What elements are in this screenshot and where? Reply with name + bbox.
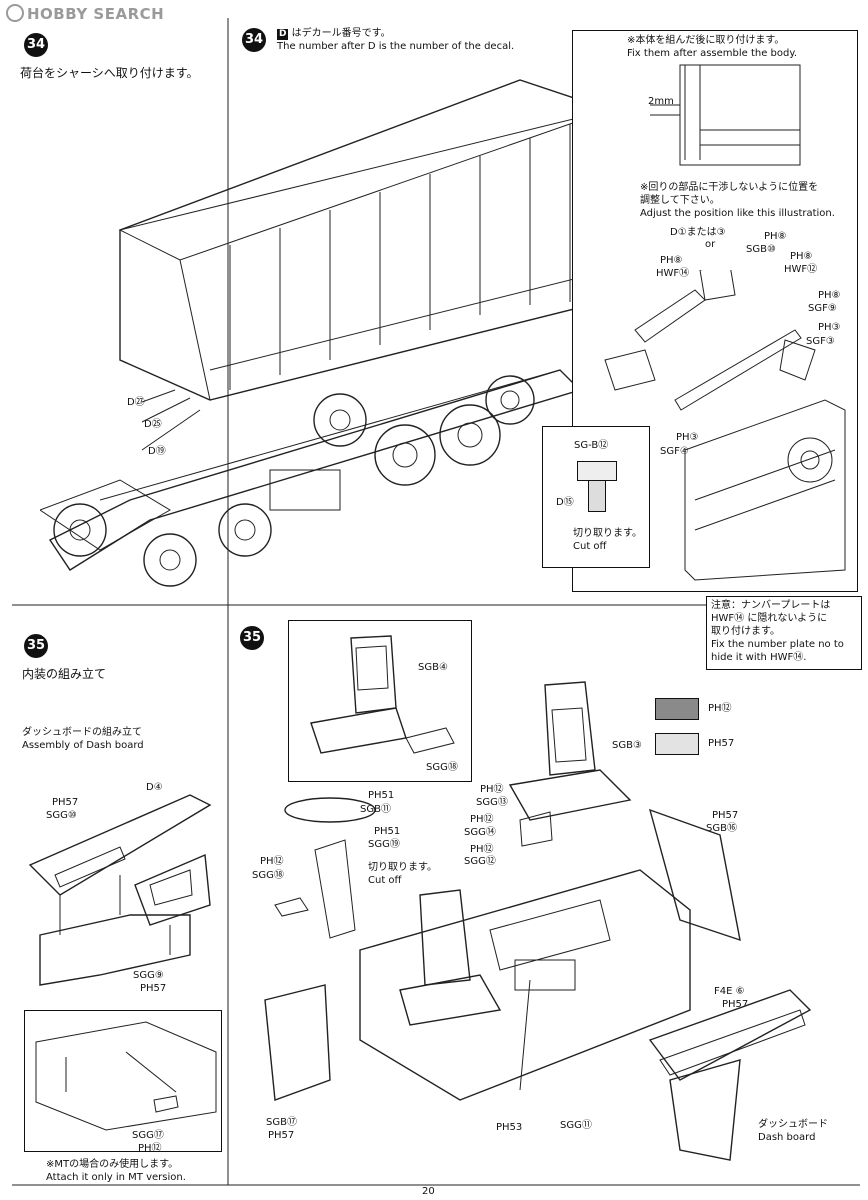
decal-25-label: D㉕ (144, 419, 162, 430)
cut-off-box (542, 426, 650, 568)
ph57b-label: PH57 (140, 983, 167, 994)
hwf14-label: HWF⑭ (656, 268, 690, 279)
ph12c-label: PH⑫ (470, 814, 494, 825)
decal-27-label: D㉗ (127, 397, 145, 408)
sgg9-label: SGG⑨ (133, 970, 164, 981)
truck-chassis-illustration (40, 79, 580, 587)
column-cut-note: 切り取ります。Cut off (368, 862, 437, 886)
ph3-label: PH③ (818, 322, 841, 333)
sgb12-part-shape (577, 461, 617, 481)
step-34-badge-2: 34 (242, 28, 266, 52)
decal-4-label: D④ (146, 782, 163, 793)
sgg14-label: SGG⑭ (464, 827, 496, 838)
sgg17-label: SGG⑰ (132, 1130, 164, 1141)
decal-note-en: The number after D is the number of the … (277, 41, 515, 52)
decal-15-label: D⑮ (556, 497, 574, 508)
step-35-badge-2: 35 (240, 626, 264, 650)
sgf9-label: SGF⑨ (808, 303, 837, 314)
swatch-light (655, 733, 699, 755)
f4e6-label: F4E ⑥ (714, 986, 745, 997)
seat-detail-box (288, 620, 472, 782)
bumper-assembly-illustration (604, 270, 846, 581)
ph8c-label: PH⑧ (660, 255, 683, 266)
sgb10-label: SGB⑩ (746, 244, 776, 255)
cab-interior-illustration (264, 681, 812, 1161)
decal-note: D はデカール番号です。 The number after D is the n… (277, 27, 514, 53)
mt-pedal-illustration (35, 1021, 217, 1131)
ph57e-label: PH57 (268, 1130, 295, 1141)
ph8b-label: PH⑧ (790, 251, 813, 262)
sgf4-label: SGF④ (660, 446, 689, 457)
sgb12-label: SG-B⑫ (574, 440, 609, 451)
sgb4-label: SGB④ (418, 662, 448, 673)
mt-note: ※MTの場合のみ使用します。Attach it only in MT versi… (46, 1159, 186, 1183)
page-number: 20 (422, 1186, 435, 1197)
ph12a-label: PH⑫ (260, 856, 284, 867)
sgg19-label: SGG⑲ (368, 839, 400, 850)
decal-15-shape (588, 480, 606, 512)
hwf12-label: HWF⑫ (784, 264, 818, 275)
swatch-dark-label: PH⑫ (708, 703, 732, 714)
ph51-label: PH51 (368, 790, 395, 801)
sgg11-label: SGG⑪ (560, 1120, 592, 1131)
swatch-dark (655, 698, 699, 720)
sgg18-top-label: SGG⑱ (426, 762, 458, 773)
sgg18-label: SGG⑱ (252, 870, 284, 881)
sgf3-label: SGF③ (806, 336, 835, 347)
swatch-light-label: PH57 (708, 738, 735, 749)
fix-note: ※本体を組んだ後に取り付けます。 Fix them after assemble… (627, 35, 798, 59)
watermark-logo: HOBBY SEARCH (6, 4, 164, 23)
step-34-badge: 34 (24, 33, 48, 57)
ph12d-label: PH⑫ (470, 844, 494, 855)
ph57-label: PH57 (52, 797, 79, 808)
seat-illustration (310, 635, 455, 754)
ph57c-label: PH57 (712, 810, 739, 821)
ph12b-label: PH⑫ (480, 784, 504, 795)
step-34-title: 荷台をシャーシへ取り付けます。 (20, 66, 199, 80)
caution-note: 注意：ナンバープレートは HWF⑭ に隠れないように 取り付けます。 Fix t… (706, 596, 862, 670)
decal-letter: D (277, 29, 289, 40)
ph57d-label: PH57 (722, 999, 749, 1010)
sgb16-label: SGB⑯ (706, 823, 737, 834)
ph51b-label: PH51 (374, 826, 401, 837)
ph3b-label: PH③ (676, 432, 699, 443)
cut-off-note: 切り取ります。Cut off (573, 528, 642, 552)
ph8-label: PH⑧ (764, 231, 787, 242)
logo-icon (6, 4, 24, 22)
adjust-note: ※回りの部品に干渉しないように位置を 調整して下さい。 Adjust the p… (640, 182, 835, 219)
decal-19-label: D⑲ (148, 446, 166, 457)
ph53-label: PH53 (496, 1122, 523, 1133)
sgb3-label: SGB③ (612, 740, 642, 751)
step-35-badge: 35 (24, 634, 48, 658)
rear-bracket-detail (650, 64, 801, 166)
sgg12-label: SGG⑫ (464, 856, 496, 867)
sgg13-label: SGG⑬ (476, 797, 508, 808)
sgg10-label: SGG⑩ (46, 810, 77, 821)
step-35-title: 内装の組み立て (22, 667, 107, 681)
ph12-label: PH⑫ (138, 1143, 162, 1154)
mt-detail-box (24, 1010, 222, 1152)
dimension-label: 2mm (648, 96, 674, 107)
dashboard-assembly-illustration (28, 794, 212, 986)
decal-note-jp: はデカール番号です。 (291, 28, 391, 39)
sgb17-label: SGB⑰ (266, 1117, 297, 1128)
ph8d-label: PH⑧ (818, 290, 841, 301)
